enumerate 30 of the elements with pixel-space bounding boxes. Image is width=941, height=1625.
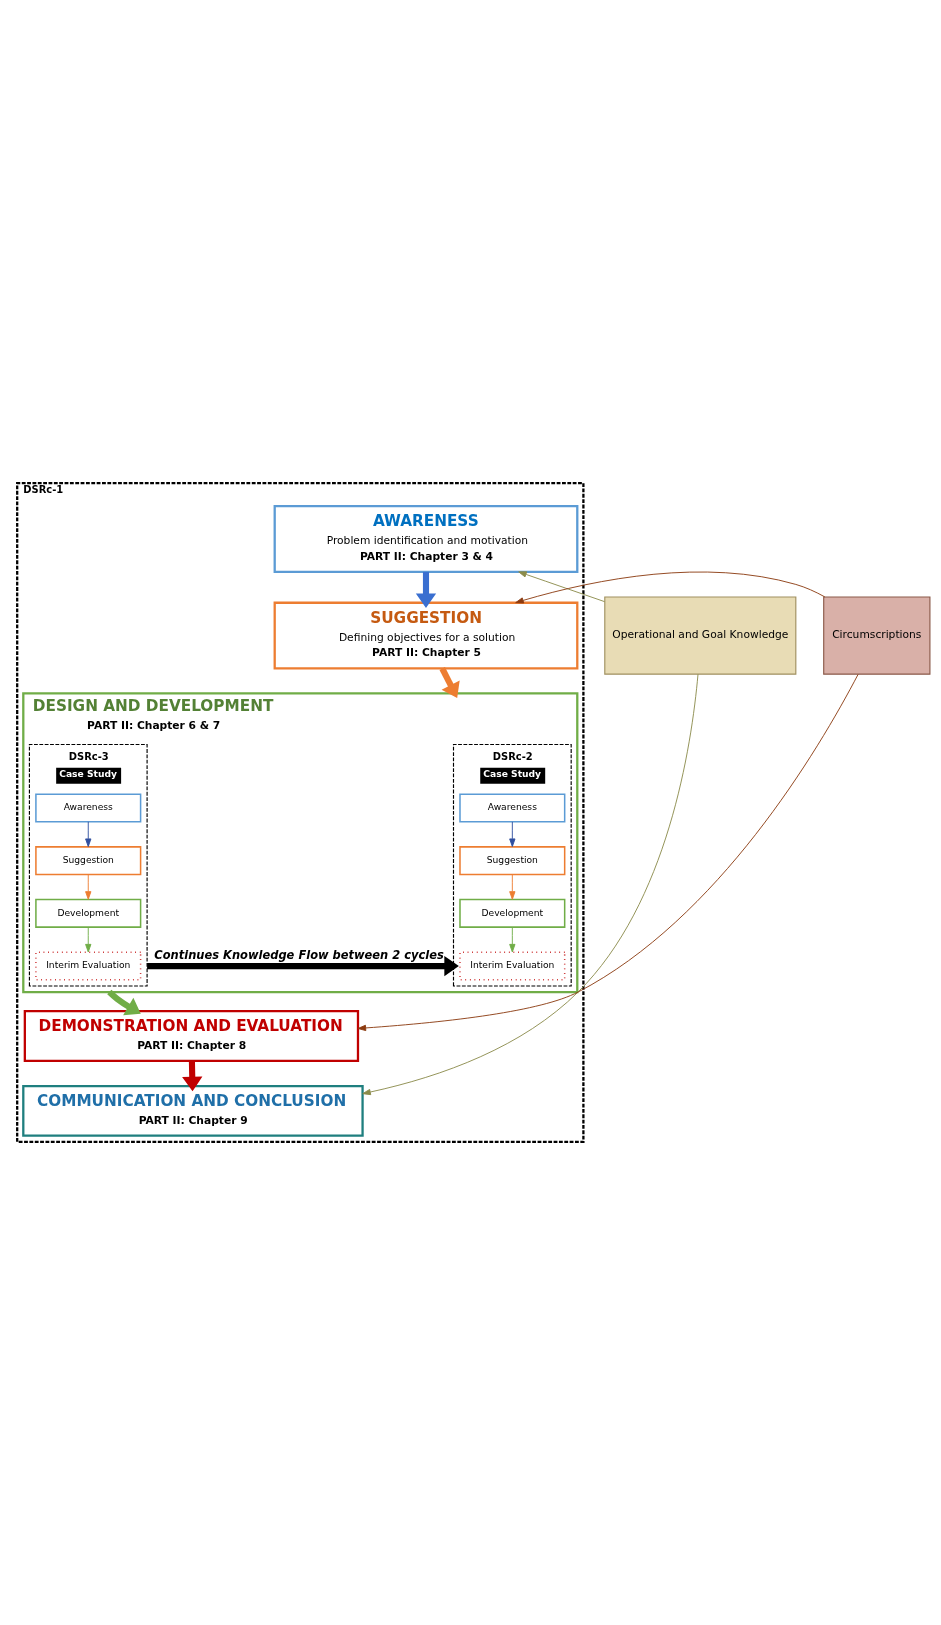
node-box: Development [35, 898, 142, 928]
node-box: Suggestion [35, 846, 142, 876]
node-box: Interim Evaluation [459, 951, 566, 981]
node-box: Circumscriptions [823, 596, 931, 675]
edge-label: Continues Knowledge Flow between 2 cycles [154, 948, 444, 963]
arrow [509, 874, 516, 900]
node-box: AWARENESS Problem identification and motivation PART II: Chapter 3 & 4 [273, 504, 579, 573]
arrow [509, 926, 516, 953]
node-box: SUGGESTION Defining objectives for a solution PART II: Chapter 5 [273, 601, 579, 670]
node-box: Operational and Goal Knowledge [604, 596, 797, 675]
arrow [85, 926, 92, 953]
node-box: COMMUNICATION AND CONCLUSION PART II: Chapter 9 [22, 1084, 364, 1137]
node-box: Suggestion [459, 846, 566, 876]
node-box: Development [459, 898, 566, 928]
arrow [85, 874, 92, 900]
arrow [515, 571, 826, 604]
arrow [415, 571, 437, 608]
arrow [362, 673, 699, 1096]
arrow [147, 955, 459, 977]
node-box: Awareness [459, 793, 566, 823]
arrow [182, 1060, 203, 1092]
arrow [107, 989, 141, 1016]
node-box: Interim Evaluation [35, 951, 142, 981]
node-box: Awareness [35, 793, 142, 823]
arrow [357, 673, 859, 1032]
arrow [518, 571, 606, 603]
arrow [509, 821, 516, 847]
arrow [85, 821, 92, 847]
node-box: DEMONSTRATION AND EVALUATION PART II: Chapter 8 [23, 1010, 360, 1062]
arrow [439, 667, 460, 699]
